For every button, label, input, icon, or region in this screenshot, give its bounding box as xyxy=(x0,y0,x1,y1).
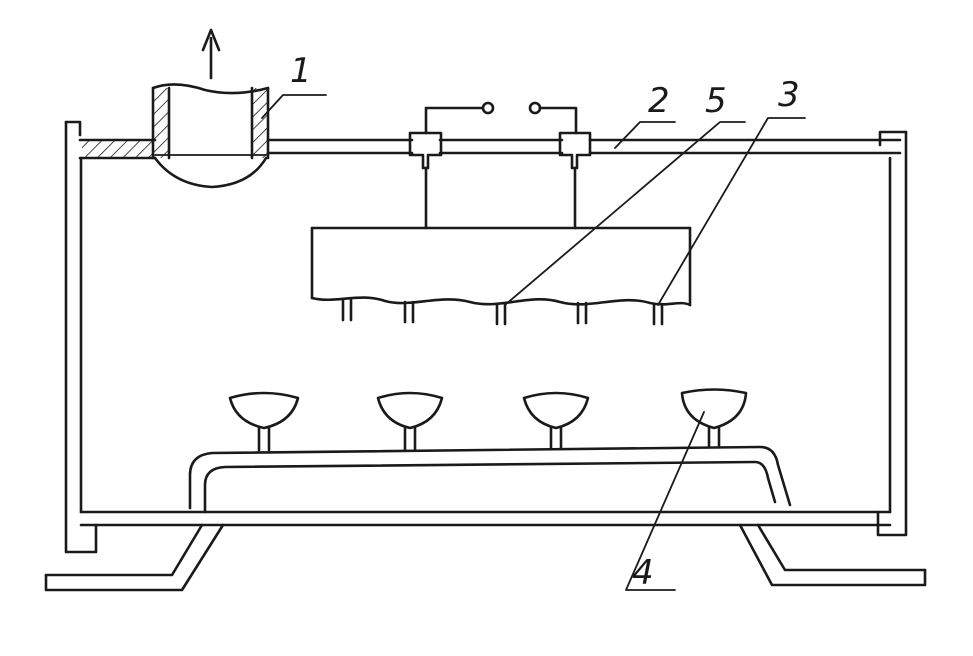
nozzle-pin xyxy=(403,300,415,324)
manifold-tube xyxy=(188,445,792,514)
nozzle-pin xyxy=(495,302,507,326)
cup xyxy=(522,391,590,450)
support-leg-right xyxy=(738,523,927,587)
nozzle-pin xyxy=(341,298,353,322)
cup xyxy=(228,391,300,452)
electrical-terminals xyxy=(424,101,578,135)
insulator-bushing-left xyxy=(408,131,443,170)
cover-plate xyxy=(78,138,902,160)
nozzle-pin xyxy=(576,301,588,325)
leader-lines xyxy=(261,94,806,591)
support-leg-left xyxy=(44,523,225,592)
exhaust-pipe xyxy=(151,83,270,189)
label-nozzle: 3 xyxy=(778,75,800,115)
nozzle-pin xyxy=(652,302,664,326)
cup xyxy=(376,391,444,452)
label-cup: 4 xyxy=(632,553,654,593)
electrode-assembly xyxy=(310,166,692,307)
label-cover: 2 xyxy=(648,81,670,121)
label-electrode: 5 xyxy=(705,81,727,121)
cup xyxy=(680,388,748,448)
insulator-bushing-right xyxy=(558,131,592,170)
chamber-housing xyxy=(64,120,908,554)
label-exhaust-pipe: 1 xyxy=(290,51,312,91)
up-arrow-icon xyxy=(201,28,221,80)
